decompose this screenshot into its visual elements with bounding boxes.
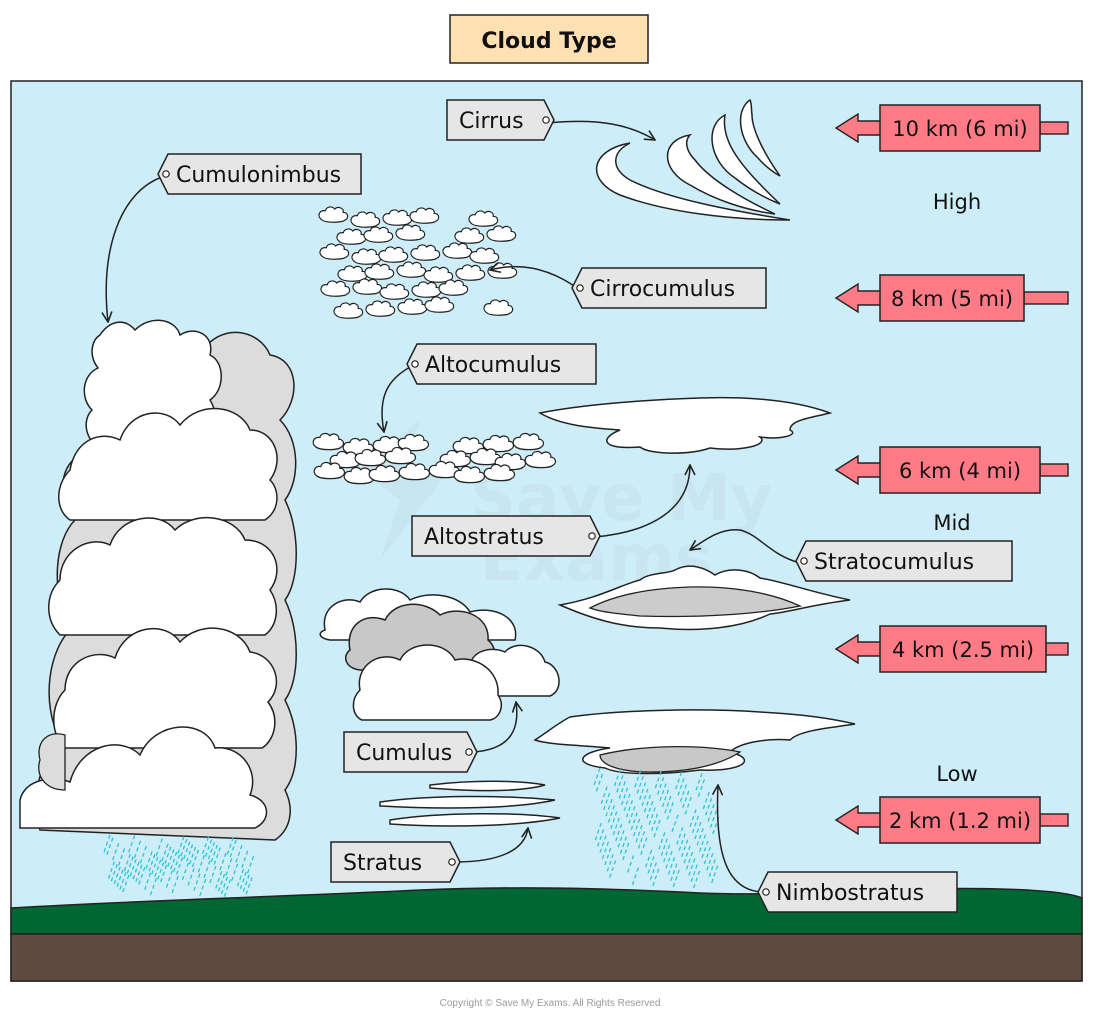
soil-layer — [10, 933, 1083, 982]
label-stratocumulus-text: Stratocumulus — [814, 550, 974, 575]
cumulonimbus-cloud-icon — [19, 319, 297, 841]
label-nimbostratus: Nimbostratus — [757, 871, 958, 913]
label-altostratus-text: Altostratus — [424, 525, 544, 550]
zone-mid-label: Mid — [933, 511, 970, 535]
altitude-marker-1: 10 km (6 mi) — [834, 104, 1069, 152]
label-cirrocumulus: Cirrocumulus — [571, 267, 767, 309]
cirrus-cloud-icon — [595, 98, 791, 221]
altitude-marker-4: 4 km (2.5 mi) — [834, 625, 1069, 673]
altitude-marker-2: 8 km (5 mi) — [834, 274, 1069, 322]
altitude-label-2: 8 km (5 mi) — [891, 287, 1013, 311]
label-cumulonimbus-text: Cumulonimbus — [176, 163, 341, 188]
altitude-label-3: 6 km (4 mi) — [899, 459, 1021, 483]
zone-low-label: Low — [936, 762, 977, 786]
label-altocumulus-text: Altocumulus — [425, 353, 561, 378]
label-cumulus: Cumulus — [343, 731, 478, 773]
title-box — [449, 14, 649, 64]
altitude-marker-3: 6 km (4 mi) — [834, 446, 1069, 494]
label-cirrus-text: Cirrus — [459, 109, 524, 134]
label-nimbostratus-text: Nimbostratus — [776, 881, 924, 906]
label-cirrocumulus-text: Cirrocumulus — [590, 277, 735, 302]
altitude-label-4: 4 km (2.5 mi) — [892, 638, 1034, 662]
altitude-label-5: 2 km (1.2 mi) — [889, 809, 1031, 833]
altitude-label-1: 10 km (6 mi) — [892, 117, 1027, 141]
copyright-notice: Copyright © Save My Exams. All Rights Re… — [440, 998, 661, 1009]
stratus-cloud-icon — [379, 780, 561, 827]
label-stratocumulus: Stratocumulus — [795, 540, 1013, 582]
cumulus-cloud-icon — [319, 588, 560, 721]
zone-high-label: High — [933, 190, 981, 214]
label-cumulus-text: Cumulus — [356, 741, 452, 766]
label-altostratus: Altostratus — [411, 515, 601, 557]
label-cirrus: Cirrus — [446, 99, 555, 141]
altostratus-cloud-icon — [537, 396, 833, 454]
stratocumulus-cloud-icon — [557, 565, 851, 631]
nimbostratus-rain-icon — [593, 767, 720, 890]
label-stratus: Stratus — [330, 841, 461, 883]
label-altocumulus: Altocumulus — [406, 343, 597, 385]
label-cumulonimbus: Cumulonimbus — [157, 153, 362, 195]
nimbostratus-cloud-icon — [533, 709, 856, 775]
cumulonimbus-rain-icon — [103, 834, 255, 898]
label-stratus-text: Stratus — [343, 851, 422, 876]
label-arrows — [106, 120, 801, 893]
altitude-marker-5: 2 km (1.2 mi) — [834, 796, 1069, 844]
title: Cloud Type — [481, 29, 616, 54]
